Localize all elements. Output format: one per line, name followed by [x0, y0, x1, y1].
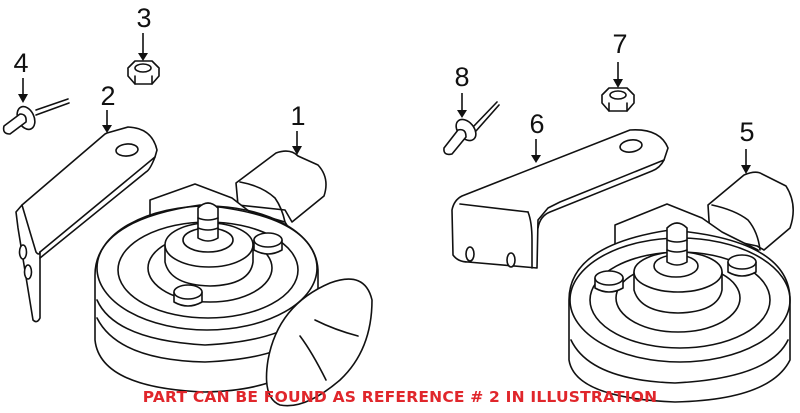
- callout-number-5: 5: [739, 117, 754, 147]
- callout-3: 3: [136, 3, 152, 61]
- callout-6: 6: [529, 109, 545, 163]
- rivet-icon: [2, 98, 70, 135]
- hex-nut-icon: [127, 60, 160, 85]
- callout-2: 2: [100, 81, 116, 133]
- reference-note: PART CAN BE FOUND AS REFERENCE # 2 IN IL…: [142, 388, 658, 406]
- callout-4: 4: [13, 48, 29, 103]
- callout-number-6: 6: [529, 109, 544, 139]
- callout-1: 1: [290, 101, 306, 155]
- callout-number-7: 7: [612, 29, 627, 59]
- bracket-right: [451, 129, 669, 269]
- horn-left: [94, 150, 373, 407]
- callout-8: 8: [454, 62, 470, 118]
- callout-7: 7: [612, 29, 628, 88]
- bracket-left: [15, 126, 158, 323]
- hex-nut-icon: [601, 87, 635, 112]
- callout-5: 5: [739, 117, 755, 174]
- callout-number-4: 4: [13, 48, 28, 78]
- horn-right: [568, 171, 794, 403]
- callout-number-3: 3: [136, 3, 151, 33]
- rivet-icon: [443, 101, 500, 156]
- callout-number-8: 8: [454, 62, 469, 92]
- callout-number-1: 1: [290, 101, 305, 131]
- callout-number-2: 2: [100, 81, 115, 111]
